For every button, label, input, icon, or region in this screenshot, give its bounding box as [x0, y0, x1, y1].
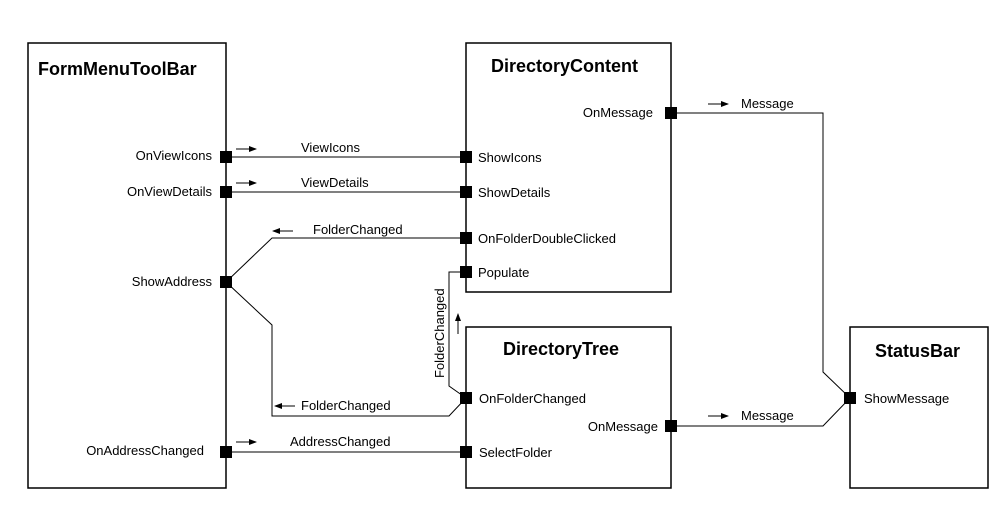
label-message-content: Message [741, 96, 794, 111]
wire-folder-changed-populate [448, 271, 467, 399]
directory-tree-title: DirectoryTree [503, 339, 619, 359]
port-label-select-folder: SelectFolder [479, 445, 553, 460]
port-show-icons[interactable] [460, 151, 472, 163]
form-menu-toolbar-box [27, 42, 227, 489]
component-directory-tree: DirectoryTree OnFolderChanged OnMessage … [460, 326, 677, 489]
label-address-changed: AddressChanged [290, 434, 390, 449]
label-view-details: ViewDetails [301, 175, 369, 190]
wire-folder-changed-content [225, 237, 466, 283]
port-label-on-view-details: OnViewDetails [127, 184, 213, 199]
label-view-icons: ViewIcons [301, 140, 361, 155]
directory-content-box [465, 42, 672, 293]
direction-arrows [236, 101, 729, 445]
label-message-tree: Message [741, 408, 794, 423]
port-label-on-view-icons: OnViewIcons [136, 148, 213, 163]
port-label-tree-on-message: OnMessage [588, 419, 658, 434]
port-on-folder-double-clicked[interactable] [460, 232, 472, 244]
port-label-on-address-changed: OnAddressChanged [86, 443, 204, 458]
wire-labels: ViewIcons ViewDetails FolderChanged Fold… [290, 96, 794, 449]
port-on-address-changed[interactable] [220, 446, 232, 458]
status-bar-box [849, 326, 989, 489]
port-show-details[interactable] [460, 186, 472, 198]
component-directory-content: DirectoryContent OnMessage ShowIcons Sho… [460, 42, 677, 293]
port-label-populate: Populate [478, 265, 529, 280]
label-folder-changed-tree: FolderChanged [301, 398, 391, 413]
port-label-on-folder-double-clicked: OnFolderDoubleClicked [478, 231, 616, 246]
port-tree-on-message[interactable] [665, 420, 677, 432]
port-show-address[interactable] [220, 276, 232, 288]
port-content-on-message[interactable] [665, 107, 677, 119]
component-form-menu-toolbar: FormMenuToolBar OnViewIcons OnViewDetail… [27, 42, 232, 489]
directory-tree-box [465, 326, 672, 489]
port-label-content-on-message: OnMessage [583, 105, 653, 120]
wire-message-tree [671, 397, 851, 427]
port-label-show-details: ShowDetails [478, 185, 551, 200]
port-show-message[interactable] [844, 392, 856, 404]
wire-folder-changed-tree [225, 281, 467, 417]
wire-message-content [671, 112, 851, 399]
directory-content-title: DirectoryContent [491, 56, 638, 76]
port-on-view-icons[interactable] [220, 151, 232, 163]
port-label-show-message: ShowMessage [864, 391, 949, 406]
label-folder-changed-vertical: FolderChanged [432, 288, 447, 378]
port-populate[interactable] [460, 266, 472, 278]
form-menu-toolbar-title: FormMenuToolBar [38, 59, 197, 79]
port-label-show-address: ShowAddress [132, 274, 213, 289]
port-select-folder[interactable] [460, 446, 472, 458]
port-label-show-icons: ShowIcons [478, 150, 542, 165]
port-on-folder-changed[interactable] [460, 392, 472, 404]
label-folder-changed-content: FolderChanged [313, 222, 403, 237]
status-bar-title: StatusBar [875, 341, 960, 361]
port-on-view-details[interactable] [220, 186, 232, 198]
port-label-on-folder-changed: OnFolderChanged [479, 391, 586, 406]
wires [225, 112, 851, 453]
component-status-bar: StatusBar ShowMessage [844, 326, 989, 489]
